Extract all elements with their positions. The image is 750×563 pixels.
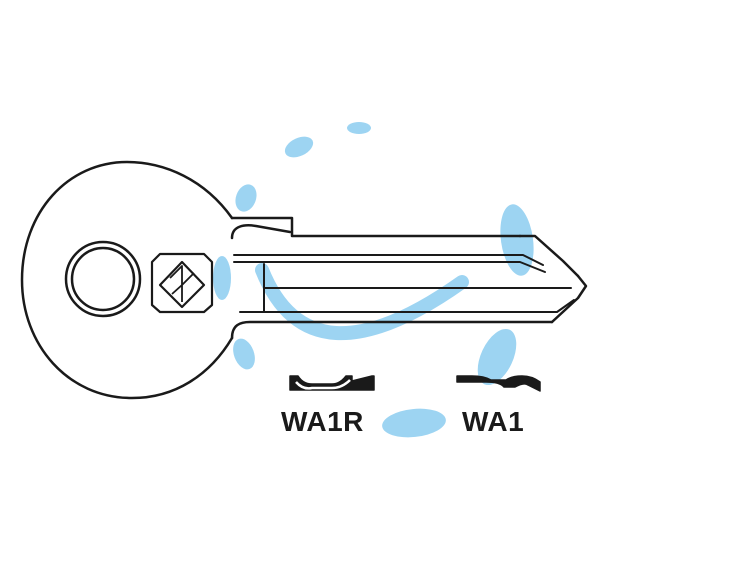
watermark-arc	[255, 263, 469, 341]
key-groove-4	[239, 299, 575, 313]
key-blade-top	[518, 234, 580, 278]
key-groove-1	[233, 254, 544, 266]
profile-label-wa1r: WA1R	[281, 406, 364, 437]
profile-wa1-icon	[456, 375, 541, 392]
key-ring-hole	[64, 240, 142, 318]
profile-wa1r-groove	[295, 379, 351, 390]
maker-logo-icon	[150, 252, 214, 314]
key-blade-face	[230, 224, 292, 240]
key-bow	[20, 160, 234, 400]
key-ring-hole-inner	[70, 246, 136, 312]
profile-wa1r-icon	[289, 375, 375, 391]
key-outline	[20, 160, 588, 400]
key-shoulder	[230, 216, 522, 238]
key-blade-tip	[550, 274, 588, 324]
profile-label-wa1: WA1	[462, 406, 525, 437]
watermark-splash	[213, 122, 534, 438]
key-groove-2	[233, 261, 546, 273]
key-shoulder-lower	[230, 320, 554, 340]
